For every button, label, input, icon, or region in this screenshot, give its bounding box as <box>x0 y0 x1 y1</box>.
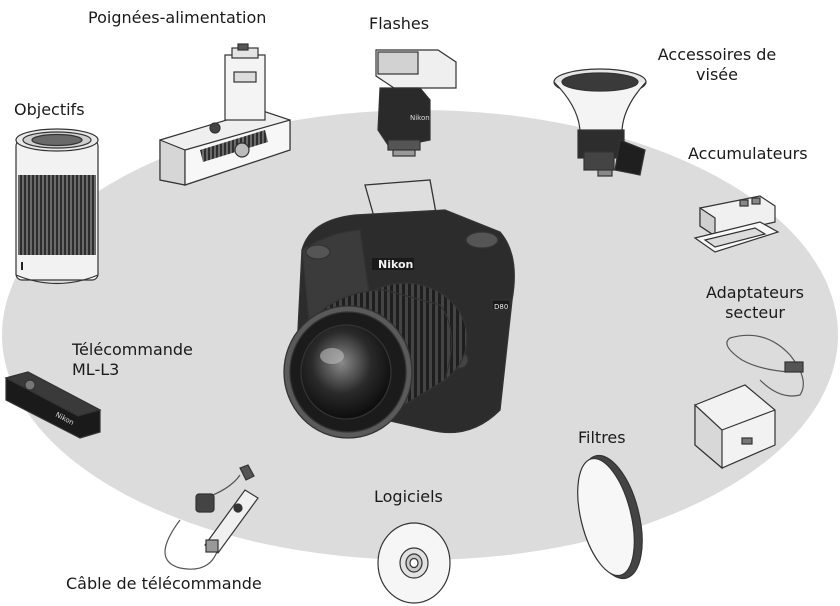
lens-icon <box>15 128 99 285</box>
camera-icon: Nikon D80 <box>283 179 515 439</box>
camera-logo: Nikon <box>378 258 413 271</box>
software-cd-icon <box>377 522 451 604</box>
label-grips: Poignées-alimentation <box>88 8 267 27</box>
label-remote-line1: Télécommande <box>72 340 193 359</box>
label-batteries: Accumulateurs <box>688 144 808 163</box>
label-remote-line2: ML-L3 <box>72 360 120 379</box>
battery-icon <box>693 195 780 253</box>
flash-icon: Nikon <box>375 49 457 157</box>
label-ac-line1: Adaptateurs <box>705 283 805 302</box>
remote-cable-icon <box>164 464 259 570</box>
label-viewfinder-accessories: Accessoires de visée <box>652 45 782 85</box>
camera-model: D80 <box>494 303 508 311</box>
viewfinder-accessory-icon <box>553 68 647 177</box>
label-flashes: Flashes <box>369 14 430 33</box>
flash-logo: Nikon <box>410 114 430 122</box>
label-ac-adapters: Adaptateurs secteur <box>690 283 820 323</box>
label-remote: Télécommande ML-L3 <box>72 340 193 380</box>
ac-adapter-icon <box>694 334 804 470</box>
label-viewfinder-line1: Accessoires de <box>657 45 777 64</box>
label-ac-line2: secteur <box>725 303 785 322</box>
label-lenses: Objectifs <box>14 100 85 119</box>
remote-control-icon: Nikon <box>4 371 102 439</box>
label-software: Logiciels <box>374 487 443 506</box>
label-filters: Filtres <box>578 428 626 447</box>
label-viewfinder-line2: visée <box>696 65 738 84</box>
filter-icon <box>577 454 643 580</box>
label-remote-cable: Câble de télécommande <box>66 574 262 593</box>
battery-grip-icon <box>159 43 291 186</box>
